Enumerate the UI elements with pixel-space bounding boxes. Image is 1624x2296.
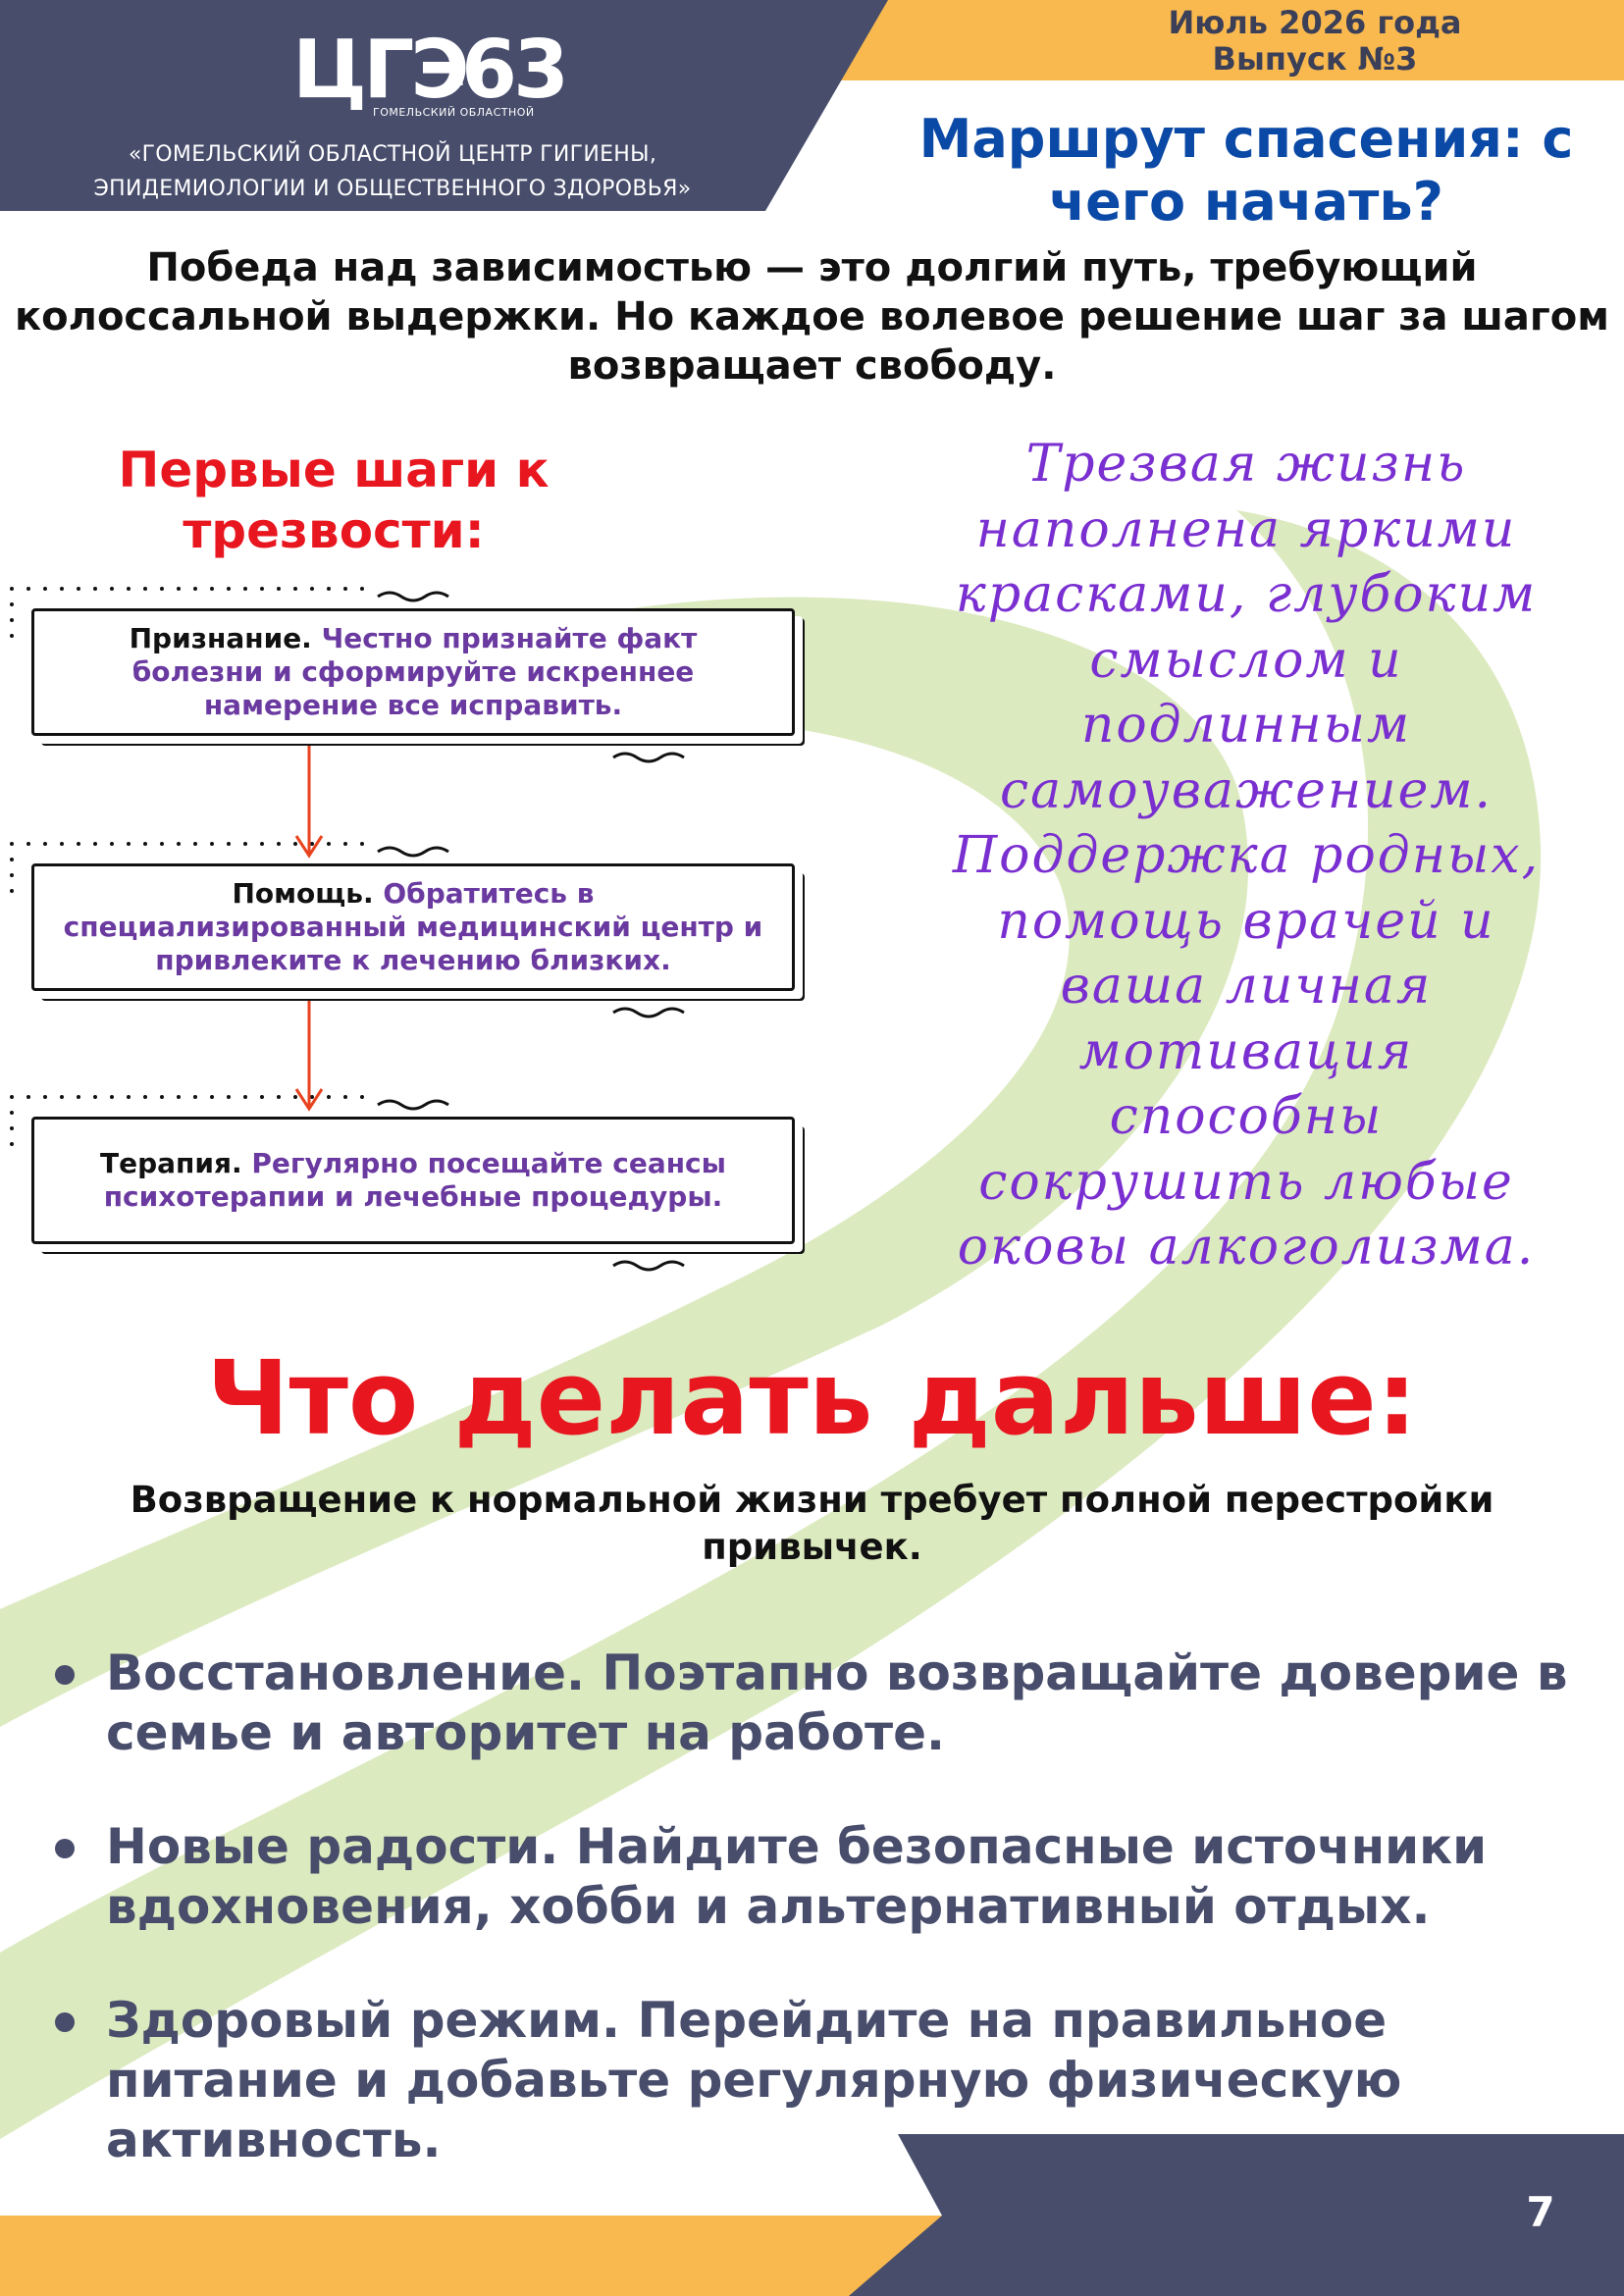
step-text: Регулярно посещайте сеансы психотерапии … <box>103 1147 726 1213</box>
logo-digits: 63 <box>461 24 569 117</box>
step-card-help: Помощь. Обратитесь в специализированный … <box>31 863 795 991</box>
step-lead: Помощь. <box>232 877 374 910</box>
bullet-icon <box>55 1839 75 1858</box>
list-item: Новые радости. Найдите безопасные источн… <box>49 1817 1619 1937</box>
logo-conjunction: и <box>449 67 465 91</box>
list-item: Восстановление. Поэтапно возвращайте дов… <box>49 1644 1619 1763</box>
next-steps-subtitle: Возвращение к нормальной жизни требует п… <box>130 1479 1494 1568</box>
org-line-2: ЭПИДЕМИОЛОГИИ И ОБЩЕСТВЕННОГО ЗДОРОВЬЯ» <box>93 177 692 201</box>
steps-heading-line-2: трезвости: <box>183 502 485 559</box>
intro-text: Победа над зависимостью — это долгий пут… <box>15 245 1609 389</box>
steps-heading-line-1: Первые шаги к <box>118 442 550 498</box>
issue-info: Июль 2026 года Выпуск №3 <box>1128 5 1501 78</box>
step-text: Честно признайте факт болезни и сформиру… <box>131 622 698 721</box>
green-swoosh-lower <box>0 510 1542 2139</box>
step-arrows <box>294 744 324 1112</box>
green-swoosh <box>0 597 1249 1727</box>
motivation-quote: Трезвая жизнь наполнена яркими красками,… <box>952 435 1541 1277</box>
recovery-bullet-list: Восстановление. Поэтапно возвращайте дов… <box>49 1644 1619 2224</box>
organization-name: «ГОМЕЛЬСКИЙ ОБЛАСТНОЙ ЦЕНТР ГИГИЕНЫ, ЭПИ… <box>79 137 707 206</box>
list-item: Здоровый режим. Перейдите на правильное … <box>49 1991 1619 2170</box>
footer-navy-block <box>849 2134 1624 2296</box>
issue-date: Июль 2026 года <box>1168 4 1462 41</box>
step-decorations <box>377 591 685 1272</box>
logo-subtitle: ГОМЕЛЬСКИЙ ОБЛАСТНОЙ <box>373 106 535 119</box>
article-title: Маршрут спасения: с чего начать? <box>918 108 1574 233</box>
issue-number: Выпуск №3 <box>1212 40 1418 78</box>
header-navy-block <box>0 0 888 211</box>
step-text: Обратитесь в специализированный медицинс… <box>63 877 763 976</box>
org-line-1: «ГОМЕЛЬСКИЙ ОБЛАСТНОЙ ЦЕНТР ГИГИЕНЫ, <box>128 142 657 167</box>
logo: ЦГЭ 63 и ГОМЕЛЬСКИЙ ОБЛАСТНОЙ <box>285 22 569 128</box>
header-orange-band <box>824 0 1624 80</box>
dotted-lines <box>10 587 364 1146</box>
bullet-icon <box>55 2012 75 2032</box>
logo-text: ЦГЭ <box>292 24 470 117</box>
step-card-therapy: Терапия. Регулярно посещайте сеансы псих… <box>31 1117 795 1244</box>
step-lead: Признание. <box>129 622 312 654</box>
step-lead: Терапия. <box>100 1147 242 1179</box>
page-number: 7 <box>1526 2188 1555 2236</box>
next-steps-title: Что делать дальше: <box>206 1338 1418 1458</box>
steps-heading: Первые шаги к трезвости: <box>59 440 608 561</box>
bullet-icon <box>55 1665 75 1685</box>
step-card-recognition: Признание. Честно признайте факт болезни… <box>31 608 795 736</box>
